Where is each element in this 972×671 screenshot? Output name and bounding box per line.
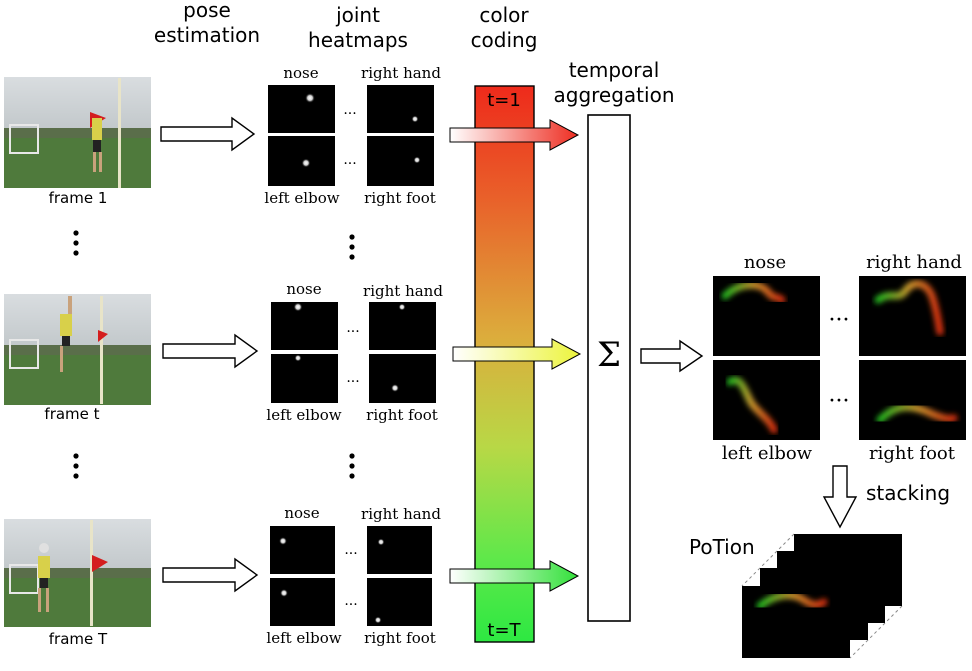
potion-stack: [741, 533, 903, 659]
arrow-color-red: [449, 119, 580, 151]
frame-1-image: [4, 77, 151, 188]
arrow-aggregate: [640, 339, 704, 373]
potion-label: PoTion: [689, 535, 755, 559]
heatmap-label-right-foot: right foot: [364, 189, 436, 207]
output-label-right-foot: right foot: [869, 443, 956, 464]
heatmap-label-left-elbow: left elbow: [266, 406, 341, 424]
heatmap-ellipsis: ...: [344, 542, 357, 558]
frames-ellipsis-1: [73, 230, 79, 256]
color-bar-label-t1: t=1: [487, 90, 521, 111]
frame-t-image: [4, 294, 151, 405]
frame-1-label: frame 1: [49, 189, 108, 207]
frame-t-label: frame t: [44, 405, 99, 423]
heatmap-ellipsis: ...: [346, 320, 359, 336]
arrow-color-green: [449, 560, 580, 592]
heatmaps-ellipsis-2: [349, 453, 355, 479]
arrow-pose-2: [162, 333, 259, 369]
frame-T-label: frame T: [49, 630, 108, 648]
stacking-label: stacking: [866, 481, 950, 505]
heatmap-label-right-hand: right hand: [363, 282, 443, 300]
heatmap-label-nose: nose: [284, 504, 319, 522]
heatmap-label-left-elbow: left elbow: [266, 629, 341, 647]
heatmap-label-right-foot: right foot: [364, 629, 436, 647]
output-label-left-elbow: left elbow: [722, 443, 813, 464]
arrow-color-yellow: [452, 338, 582, 370]
heatmap-ellipsis: ...: [343, 152, 356, 168]
heatmap-ellipsis: ...: [343, 102, 356, 118]
heatmap-label-nose: nose: [283, 64, 318, 82]
heatmap-group-1: nose right hand ... ... left elbow right…: [264, 64, 441, 207]
arrow-stacking: [822, 465, 858, 529]
temporal-aggregation-box: [587, 114, 631, 622]
color-coding-bar: [474, 85, 535, 643]
header-joint-heatmaps-line2: heatmaps: [308, 28, 408, 52]
output-ellipsis: ···: [829, 308, 850, 333]
heatmap-ellipsis: ...: [346, 370, 359, 386]
output-label-nose: nose: [744, 252, 786, 273]
heatmap-group-3: nose right hand ... ... left elbow right…: [266, 504, 441, 647]
heatmap-label-left-elbow: left elbow: [264, 189, 339, 207]
header-joint-heatmaps-line1: joint: [335, 3, 380, 27]
header-color-coding-line1: color: [479, 3, 529, 27]
header-color-coding-line2: coding: [471, 28, 538, 52]
heatmap-ellipsis: ...: [344, 593, 357, 609]
output-heatmaps: nose right hand ··· ··· left elbow right…: [713, 252, 966, 464]
heatmap-group-2: nose right hand ... ... left elbow right…: [266, 280, 443, 424]
header-pose-estimation-line2: estimation: [154, 23, 260, 47]
heatmap-label-right-hand: right hand: [361, 64, 441, 82]
frame-T-image: [4, 519, 151, 627]
color-bar-label-tT: t=T: [487, 620, 521, 641]
header-pose-estimation-line1: pose: [183, 0, 231, 22]
header-temporal-aggregation-line2: aggregation: [554, 83, 675, 107]
arrow-pose-1: [160, 116, 256, 152]
heatmap-label-nose: nose: [286, 280, 321, 298]
output-ellipsis: ···: [829, 389, 850, 414]
heatmap-label-right-foot: right foot: [366, 406, 438, 424]
arrow-pose-3: [162, 557, 259, 593]
heatmap-label-right-hand: right hand: [361, 505, 441, 523]
header-temporal-aggregation-line1: temporal: [569, 58, 660, 82]
frames-ellipsis-2: [73, 453, 79, 479]
output-label-right-hand: right hand: [866, 252, 962, 273]
heatmaps-ellipsis-1: [349, 234, 355, 260]
sum-symbol: Σ: [597, 335, 621, 375]
